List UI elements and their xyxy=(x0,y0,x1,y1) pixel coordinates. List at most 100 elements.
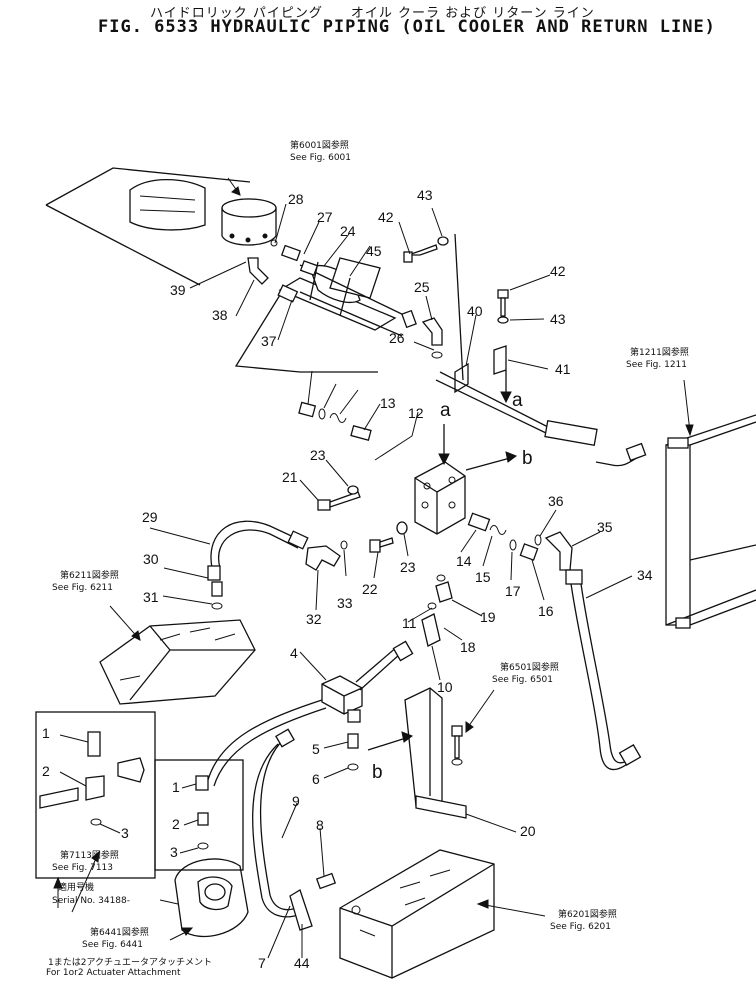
part-number-22: 22 xyxy=(362,581,378,597)
part-number-39: 39 xyxy=(170,282,186,298)
part-number-42: 42 xyxy=(550,263,566,279)
part-number-4: 4 xyxy=(290,645,298,661)
figure-title: FIG. 6533 HYDRAULIC PIPING (OIL COOLER A… xyxy=(98,17,716,37)
part-number-36: 36 xyxy=(548,493,564,509)
ref-6211: See Fig. 6211 xyxy=(52,583,113,593)
serial-label-jp: 適用号機 xyxy=(58,881,94,893)
part-number-12: 12 xyxy=(408,405,424,421)
part-number-labels: 1231234567891011121314151617181920212223… xyxy=(42,187,653,971)
fittings-13-17 xyxy=(298,401,372,441)
part-number-43: 43 xyxy=(550,311,566,327)
part-number-23: 23 xyxy=(400,559,416,575)
part-number-10: 10 xyxy=(437,679,453,695)
bracket-20 xyxy=(404,687,467,819)
part-number-21: 21 xyxy=(282,469,298,485)
ref-7113-jp: 第7113図参照 xyxy=(60,849,119,861)
inset-box-center xyxy=(154,759,244,871)
part-number-34: 34 xyxy=(637,567,653,583)
ref-6201-jp: 第6201図参照 xyxy=(558,908,617,920)
part-number-19: 19 xyxy=(480,609,496,625)
fitting-38 xyxy=(247,257,269,285)
ref-6501: See Fig. 6501 xyxy=(492,675,553,685)
ref-7113: See Fig. 7113 xyxy=(52,863,113,873)
part-number-16: 16 xyxy=(538,603,554,619)
part-number-24: 24 xyxy=(340,223,356,239)
leader-lines xyxy=(59,203,633,959)
flow-letter-a: a xyxy=(440,400,451,421)
part-number-32: 32 xyxy=(306,611,322,627)
connector-18-19-11-10 xyxy=(421,574,453,647)
part-number-23: 23 xyxy=(310,447,326,463)
part-number-17: 17 xyxy=(505,583,521,599)
part-number-27: 27 xyxy=(317,209,333,225)
flow-arrows xyxy=(367,370,518,751)
hoses-7-9 xyxy=(207,699,327,931)
ref-6441: See Fig. 6441 xyxy=(82,940,143,950)
ref-6001-jp: 第6001図参照 xyxy=(290,139,349,151)
part-number-2: 2 xyxy=(172,816,180,832)
part-number-1: 1 xyxy=(172,779,180,795)
ref-1211-jp: 第1211図参照 xyxy=(630,346,689,358)
title-japanese: ハイドロリック パイピング オイル クーラ および リターン ライン xyxy=(150,6,595,21)
part-number-25: 25 xyxy=(414,279,430,295)
fittings-27-28 xyxy=(270,239,319,276)
hose-34 xyxy=(565,569,642,771)
part-number-31: 31 xyxy=(143,589,159,605)
tank-outline xyxy=(45,167,251,286)
part-number-1: 1 xyxy=(42,725,50,741)
valve-6211 xyxy=(99,619,256,705)
part-number-35: 35 xyxy=(597,519,613,535)
fittings-5-6-8 xyxy=(315,733,359,890)
hose-37 xyxy=(234,284,378,373)
flow-letter-b: b xyxy=(522,448,533,469)
part-number-42: 42 xyxy=(378,209,394,225)
part-number-29: 29 xyxy=(142,509,158,525)
part-number-3: 3 xyxy=(121,825,129,841)
part-number-40: 40 xyxy=(467,303,483,319)
part-number-33: 33 xyxy=(337,595,353,611)
part-number-8: 8 xyxy=(316,817,324,833)
part-number-45: 45 xyxy=(366,243,382,259)
pump-6441 xyxy=(174,858,249,938)
bolt-22-23 xyxy=(369,521,408,553)
reference-arrows xyxy=(53,177,694,941)
fittings-14-17-right xyxy=(467,512,539,561)
part-number-37: 37 xyxy=(261,333,277,349)
ref-6501-jp: 第6501図参照 xyxy=(500,661,559,673)
reference-notes: 第6001図参照 See Fig. 6001 第1211図参照 See Fig.… xyxy=(46,139,689,978)
part-number-44: 44 xyxy=(294,955,310,971)
elbow-32 xyxy=(305,540,348,571)
ref-6441-jp: 第6441図参照 xyxy=(90,926,149,938)
block-4 xyxy=(321,640,414,723)
ref-1211: See Fig. 1211 xyxy=(626,360,687,370)
flow-letter-a: a xyxy=(512,390,523,411)
valve-block-12 xyxy=(414,461,466,535)
valve-6201 xyxy=(339,849,495,979)
attachment-label: For 1or2 Actuater Attachment xyxy=(46,968,181,978)
part-number-15: 15 xyxy=(475,569,491,585)
return-pipe xyxy=(435,371,647,467)
bolts-42-43 xyxy=(403,236,509,324)
part-number-28: 28 xyxy=(288,191,304,207)
flow-letter-labels: a a b b xyxy=(372,390,533,783)
radiator-frame xyxy=(665,414,756,629)
part-number-20: 20 xyxy=(520,823,536,839)
hose-29 xyxy=(207,520,309,581)
ref-6211-jp: 第6211図参照 xyxy=(60,569,119,581)
part-number-26: 26 xyxy=(389,330,405,346)
part-number-14: 14 xyxy=(456,553,472,569)
elbow-35 xyxy=(534,531,573,571)
part-number-18: 18 xyxy=(460,639,476,655)
part-number-43: 43 xyxy=(417,187,433,203)
part-number-6: 6 xyxy=(312,771,320,787)
part-number-9: 9 xyxy=(292,793,300,809)
part-number-2: 2 xyxy=(42,763,50,779)
flow-letter-b: b xyxy=(372,762,383,783)
clamp-40-41 xyxy=(454,233,507,394)
part-number-7: 7 xyxy=(258,955,266,971)
part-number-13: 13 xyxy=(380,395,396,411)
attachment-label-jp: 1または2アクチュエータアタッチメント xyxy=(48,957,212,968)
ref-6001: See Fig. 6001 xyxy=(290,153,351,163)
part-number-11: 11 xyxy=(402,615,417,631)
